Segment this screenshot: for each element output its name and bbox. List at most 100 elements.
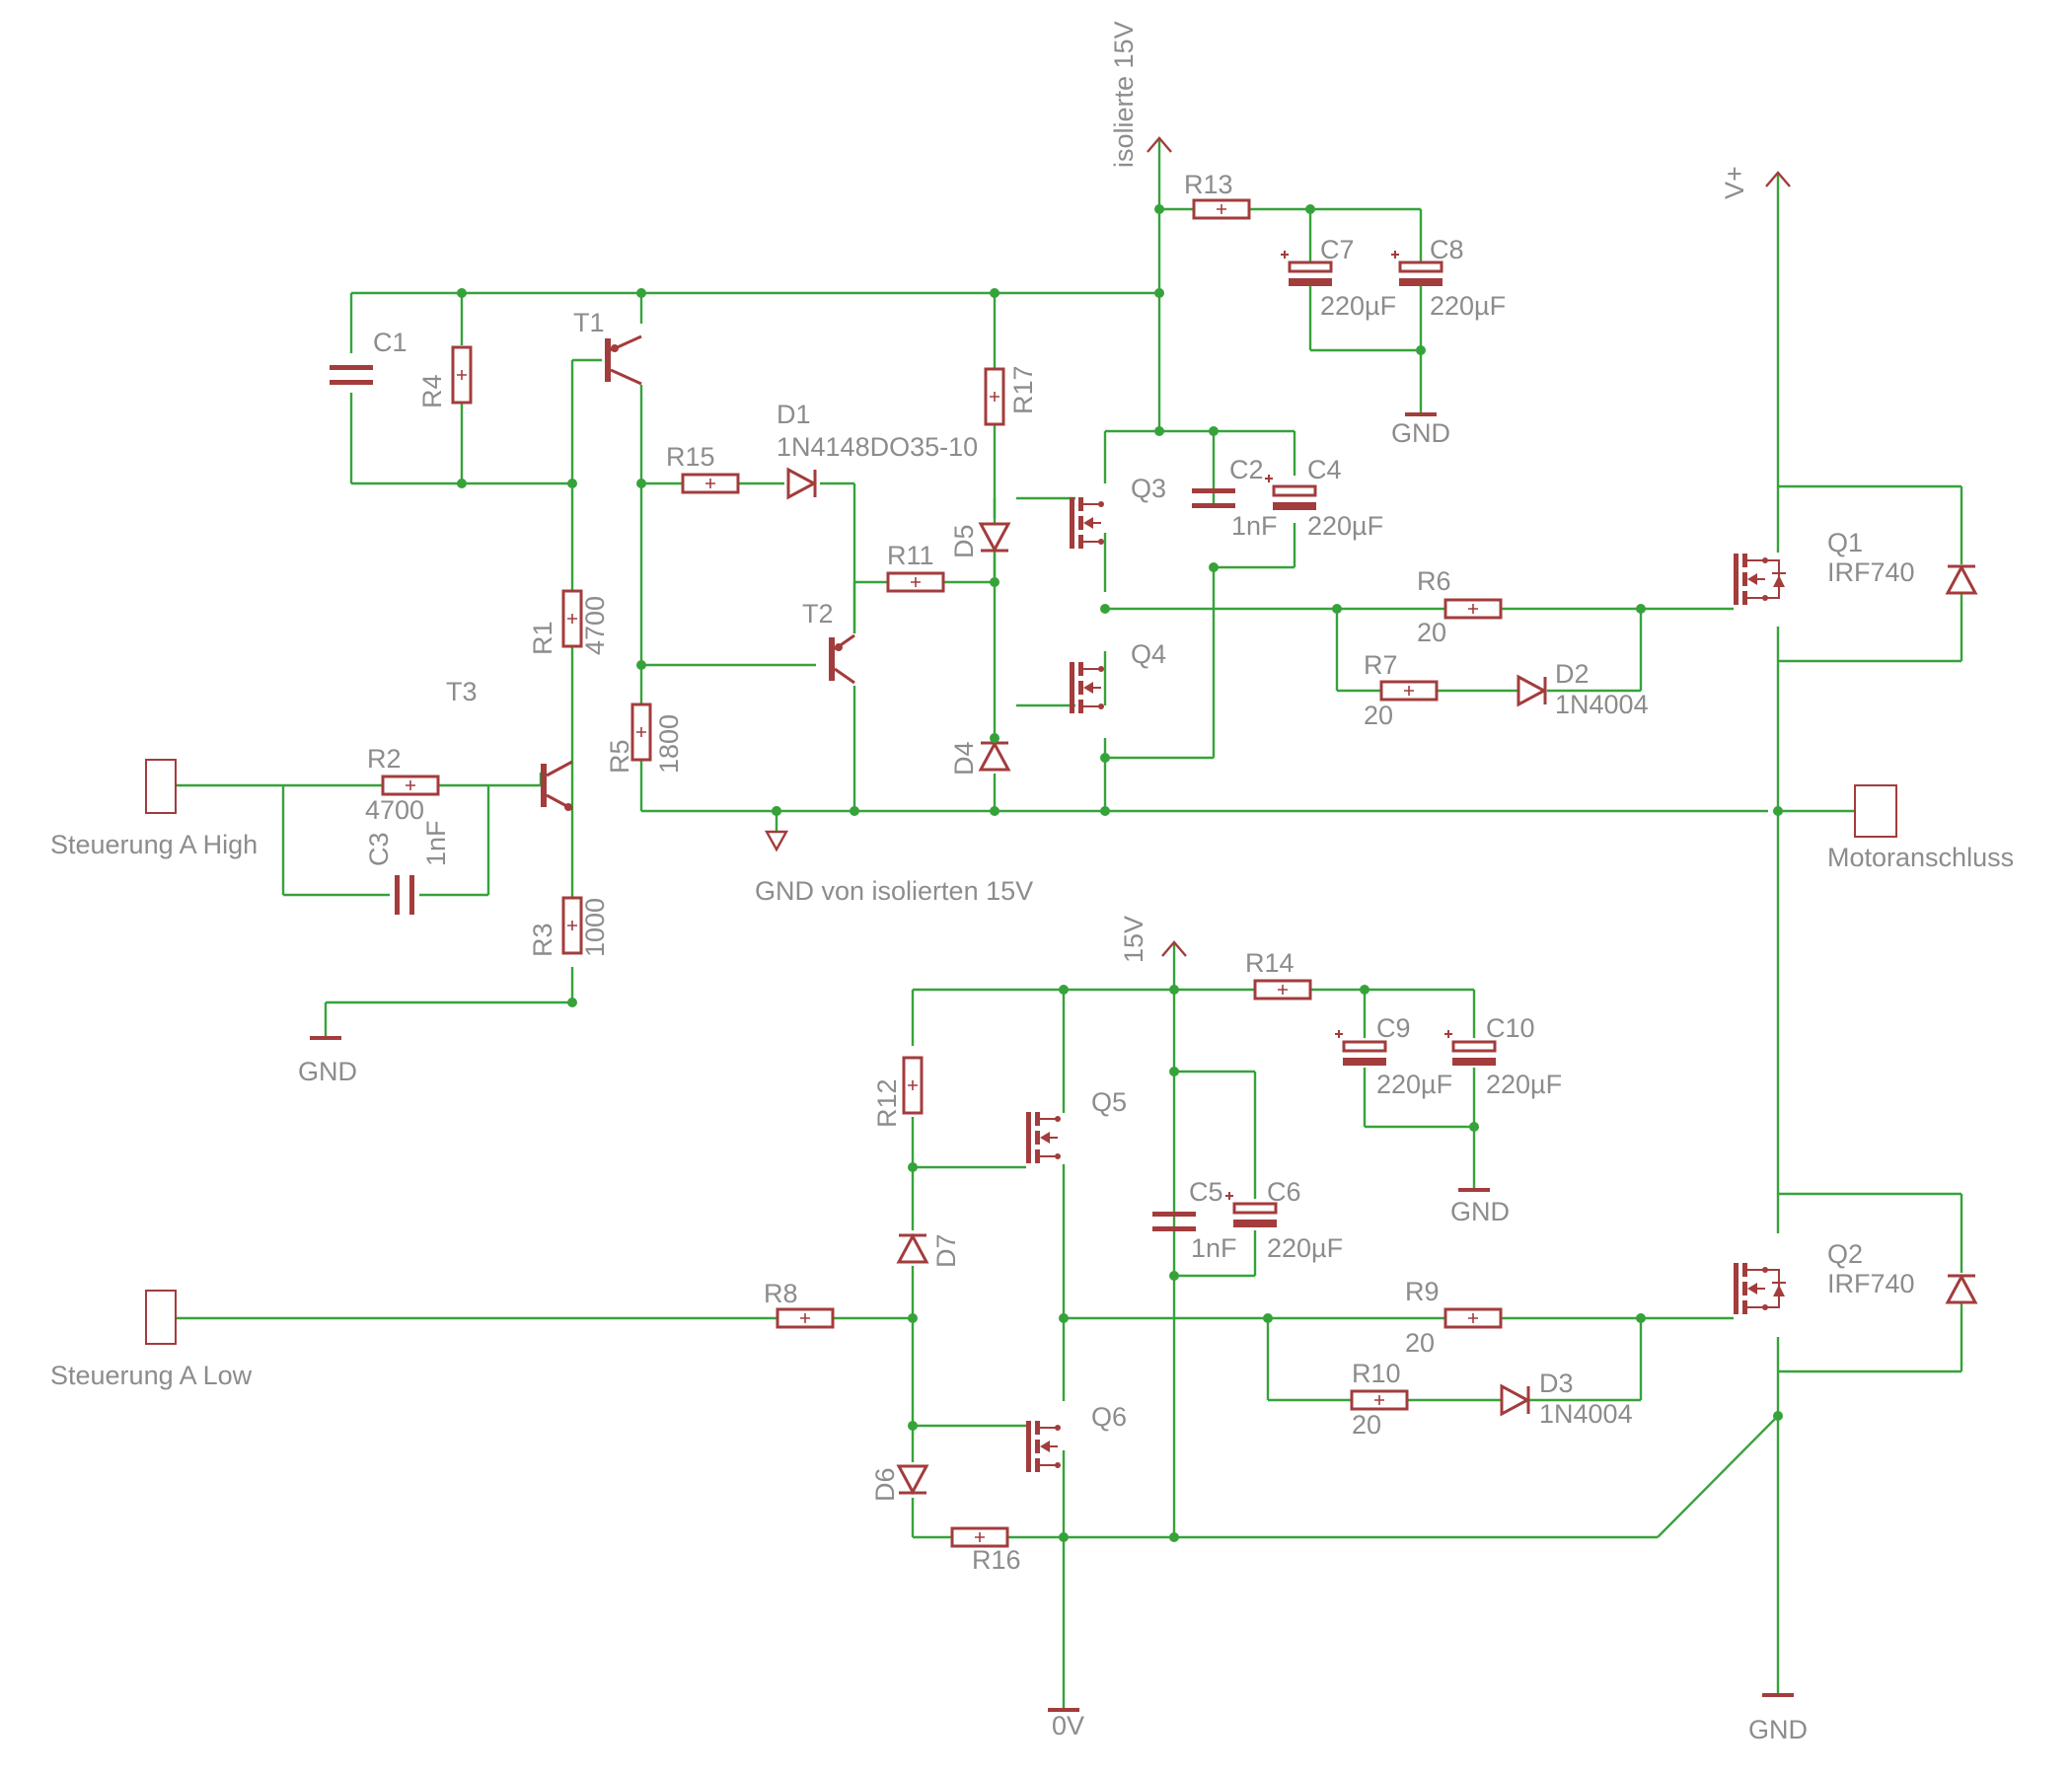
r17-label: R17 [1008, 365, 1038, 414]
t1-label: T1 [573, 308, 605, 337]
c2-value: 1nF [1231, 511, 1278, 541]
q2-mosfet [1734, 1263, 1768, 1314]
r12-label: R12 [872, 1078, 902, 1128]
q2-value: IRF740 [1827, 1269, 1915, 1298]
r2-resistor [381, 775, 440, 796]
r10-label: R10 [1352, 1359, 1401, 1388]
steuerung-low-connector [145, 1290, 177, 1345]
zero-v-label: 0V [1052, 1711, 1084, 1740]
junction [1773, 806, 1783, 816]
q1-label: Q1 [1827, 528, 1863, 557]
r10-value: 20 [1352, 1410, 1381, 1440]
gnd-top-label: GND [1391, 418, 1450, 448]
junction [636, 479, 646, 488]
d3-diode [1500, 1383, 1531, 1417]
junction [990, 733, 999, 743]
c4-label: C4 [1307, 455, 1342, 484]
d7-diode [896, 1232, 929, 1264]
gnd-mid-label: GND [1450, 1197, 1510, 1226]
junction [1169, 1532, 1179, 1542]
junction [1154, 288, 1164, 298]
r6-value: 20 [1417, 618, 1446, 647]
junction [1100, 753, 1110, 763]
junction [636, 288, 646, 298]
v15-arrow [1161, 940, 1187, 957]
junction [1169, 985, 1179, 995]
steuerung-high-label: Steuerung A High [50, 830, 258, 859]
wire-group [176, 138, 1963, 1710]
d1-diode [786, 467, 818, 500]
junction [1059, 1313, 1069, 1323]
d3-label: D3 [1539, 1369, 1574, 1398]
iso15-label: isolierte 15V [1109, 21, 1139, 168]
t2-label: T2 [802, 599, 834, 629]
junction [1059, 985, 1069, 995]
c8-capacitor [1391, 251, 1443, 286]
r5-label: R5 [605, 739, 634, 774]
r8-label: R8 [764, 1279, 798, 1308]
r1-label: R1 [528, 621, 557, 655]
junction [1305, 204, 1315, 214]
q4-mosfet [1070, 662, 1104, 713]
c7-value: 220µF [1320, 291, 1396, 321]
junction [1360, 985, 1369, 995]
junction [772, 806, 781, 816]
junction [1263, 1313, 1273, 1323]
component-group [145, 136, 1978, 1712]
d2-value: 1N4004 [1555, 690, 1649, 719]
r13-resistor [1192, 198, 1251, 220]
c10-capacitor [1444, 1030, 1497, 1066]
junction [1154, 426, 1164, 436]
steuerung-low-label: Steuerung A Low [50, 1361, 253, 1390]
c2-label: C2 [1229, 455, 1264, 484]
q6-mosfet [1026, 1421, 1061, 1472]
r5-value: 1800 [654, 714, 684, 774]
r16-resistor [950, 1526, 1009, 1548]
c10-value: 220µF [1486, 1070, 1562, 1099]
c3-value: 1nF [421, 820, 451, 866]
d4-label: D4 [949, 741, 979, 776]
c1-capacitor [330, 365, 373, 385]
c9-capacitor [1335, 1030, 1387, 1066]
junction [850, 806, 859, 816]
c9-label: C9 [1376, 1013, 1411, 1043]
d2-label: D2 [1555, 659, 1590, 689]
r3-label: R3 [528, 923, 557, 957]
label-group: C1 R4 T1 T3 R1 4700 R2 4700 C3 1nF R3 10… [50, 21, 2014, 1744]
junction [1636, 604, 1646, 614]
r8-resistor [776, 1307, 835, 1329]
steuerung-high-connector [145, 759, 177, 814]
junction [908, 1313, 918, 1323]
c5-capacitor [1152, 1212, 1196, 1231]
r15-resistor [681, 473, 740, 494]
r14-resistor [1253, 979, 1312, 1000]
q2-freewheel-diode [1945, 1273, 1978, 1304]
c5-label: C5 [1189, 1177, 1223, 1207]
r9-label: R9 [1405, 1277, 1440, 1306]
q4-label: Q4 [1131, 639, 1166, 669]
junction [1209, 562, 1219, 572]
c2-capacitor [1192, 488, 1235, 508]
junction [990, 806, 999, 816]
gnd-iso-symbol [764, 811, 789, 852]
r17-resistor [984, 367, 1005, 426]
q3-label: Q3 [1131, 474, 1166, 503]
r9-resistor [1443, 1307, 1503, 1329]
t3-transistor [541, 760, 573, 811]
junction [1100, 806, 1110, 816]
q1-freewheel-diode [1945, 563, 1978, 595]
junction [908, 1421, 918, 1431]
q1-mosfet [1734, 554, 1768, 605]
q1-value: IRF740 [1827, 557, 1915, 587]
iso15-arrow [1147, 136, 1172, 153]
q1-mosfet-body-diode [1765, 559, 1786, 599]
q2-mosfet-body-diode [1765, 1269, 1786, 1308]
junction [457, 288, 467, 298]
r12-resistor [902, 1056, 924, 1115]
r3-resistor [561, 896, 583, 955]
r10-resistor [1350, 1389, 1409, 1411]
c6-capacitor [1225, 1192, 1278, 1227]
c3-capacitor [395, 875, 414, 915]
c10-label: C10 [1486, 1013, 1535, 1043]
